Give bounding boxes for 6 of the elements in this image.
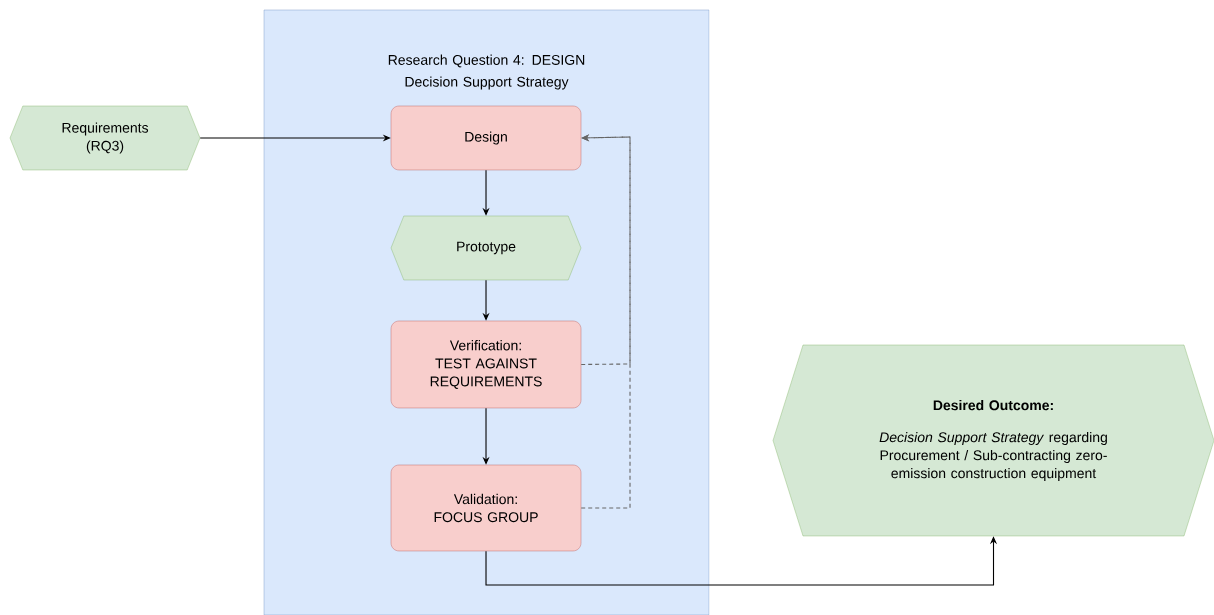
hexagon: Requirements (RQ3) <box>9 105 201 171</box>
process-box: Verification: TEST AGAINST REQUIREMENTS <box>390 320 582 409</box>
hexagon: Prototype <box>390 215 582 281</box>
hexagon: Desired Outcome: Decision Support Strategy regarding Procurement / Sub-contracting zero-emission construction equipment <box>772 344 1214 537</box>
process-box: Validation: FOCUS GROUP <box>390 464 582 552</box>
process-box: Design <box>390 105 582 171</box>
